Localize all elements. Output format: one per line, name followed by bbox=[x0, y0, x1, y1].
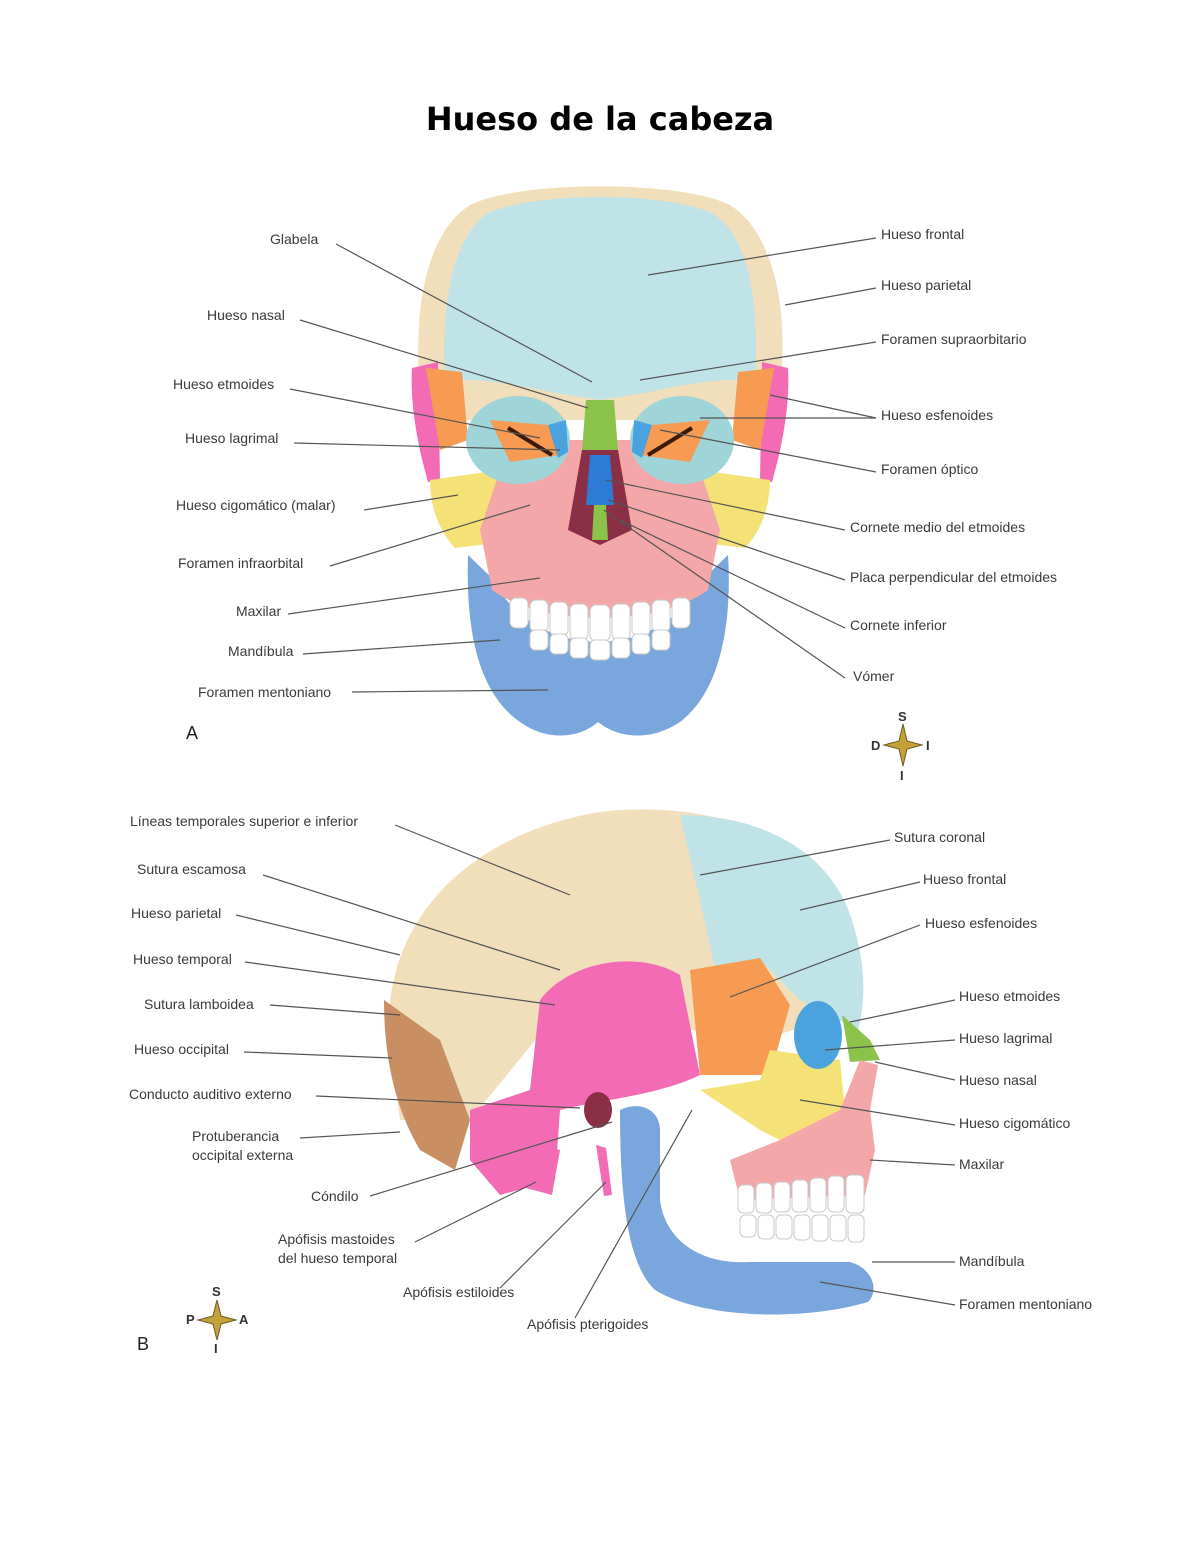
label-sutura-lamboidea: Sutura lamboidea bbox=[144, 996, 254, 1012]
sphenoid-left-shape bbox=[426, 368, 468, 450]
label-protuberancia-line1: Protuberancia bbox=[192, 1128, 279, 1144]
mandible-shape-b bbox=[620, 1106, 874, 1315]
panel-letter-a: A bbox=[186, 723, 198, 743]
label-hueso-lagrimal: Hueso lagrimal bbox=[185, 430, 278, 446]
zygomatic-shape-b bbox=[700, 1050, 845, 1150]
compass-b-top: S bbox=[212, 1284, 221, 1299]
label-hueso-frontal-b: Hueso frontal bbox=[923, 871, 1006, 887]
compass-a-right: I bbox=[926, 738, 930, 753]
lacrimal-left bbox=[548, 420, 568, 458]
label-maxilar-b: Maxilar bbox=[959, 1156, 1004, 1172]
label-hueso-occipital-b: Hueso occipital bbox=[134, 1041, 229, 1057]
compass-b-left: P bbox=[186, 1312, 195, 1327]
label-hueso-etmoides: Hueso etmoides bbox=[173, 376, 274, 392]
label-lineas-temporales: Líneas temporales superior e inferior bbox=[130, 813, 358, 829]
label-apofisis-pterigoides: Apófisis pterigoides bbox=[527, 1316, 648, 1332]
lacrimal-right bbox=[632, 420, 652, 458]
styloid-shape-b bbox=[596, 1145, 612, 1196]
compass-star-b bbox=[196, 1299, 238, 1341]
frontal-shape-b bbox=[680, 815, 864, 1030]
teeth-b bbox=[737, 1174, 865, 1243]
page-title: Hueso de la cabeza bbox=[425, 100, 775, 138]
mastoid-shape-b bbox=[515, 1140, 560, 1195]
skull-lateral-illustration bbox=[384, 809, 880, 1315]
lower-teeth bbox=[529, 629, 671, 661]
label-cornete-medio: Cornete medio del etmoides bbox=[850, 519, 1025, 535]
compass-star-a bbox=[882, 723, 924, 767]
nasal-bone-shape bbox=[582, 400, 618, 450]
label-hueso-nasal-b: Hueso nasal bbox=[959, 1072, 1037, 1088]
label-mandibula-b: Mandíbula bbox=[959, 1253, 1025, 1269]
labels-left-a: Glabela Hueso nasal Hueso etmoides Hueso… bbox=[173, 231, 336, 700]
occipital-shape-b bbox=[384, 1000, 470, 1170]
sphenoid-right-shape bbox=[732, 368, 774, 450]
label-hueso-frontal: Hueso frontal bbox=[881, 226, 964, 242]
temporal-shape-b bbox=[470, 961, 700, 1195]
label-hueso-cigomatico-b: Hueso cigomático bbox=[959, 1115, 1070, 1131]
ethmoid-shape-b bbox=[842, 1015, 880, 1062]
orbit-shape-b bbox=[794, 1001, 842, 1069]
leader-lines-a bbox=[287, 237, 877, 693]
label-foramen-optico: Foramen óptico bbox=[881, 461, 978, 477]
skull-front-illustration bbox=[411, 186, 789, 736]
maxilla-shape-b bbox=[730, 1060, 878, 1200]
skull-lateral-figure: Líneas temporales superior e inferior Su… bbox=[129, 809, 1092, 1356]
label-glabela: Glabela bbox=[270, 231, 318, 247]
labels-right-a: Hueso frontal Hueso parietal Foramen sup… bbox=[850, 226, 1057, 684]
label-sutura-escamosa: Sutura escamosa bbox=[137, 861, 246, 877]
labels-right-b: Sutura coronal Hueso frontal Hueso esfen… bbox=[894, 829, 1092, 1312]
label-conducto-auditivo: Conducto auditivo externo bbox=[129, 1086, 292, 1102]
upper-teeth bbox=[509, 597, 691, 642]
label-hueso-esfenoides-b: Hueso esfenoides bbox=[925, 915, 1037, 931]
compass-rose-a: S D I I bbox=[871, 709, 930, 783]
label-foramen-infraorbital: Foramen infraorbital bbox=[178, 555, 303, 571]
compass-a-bottom: I bbox=[900, 768, 904, 783]
labels-left-b: Líneas temporales superior e inferior Su… bbox=[129, 813, 648, 1332]
label-hueso-nasal: Hueso nasal bbox=[207, 307, 285, 323]
label-hueso-lagrimal-b: Hueso lagrimal bbox=[959, 1030, 1052, 1046]
orbit-left-fissure bbox=[506, 426, 554, 457]
label-vomer: Vómer bbox=[853, 668, 895, 684]
ear-canal-b bbox=[584, 1092, 612, 1128]
label-hueso-cigomatico-malar: Hueso cigomático (malar) bbox=[176, 497, 336, 513]
label-apofisis-mastoides-line1: Apófisis mastoides bbox=[278, 1231, 395, 1247]
label-hueso-esfenoides: Hueso esfenoides bbox=[881, 407, 993, 423]
compass-b-bottom: I bbox=[214, 1341, 218, 1356]
label-cornete-inferior: Cornete inferior bbox=[850, 617, 947, 633]
label-apofisis-mastoides-line2: del hueso temporal bbox=[278, 1250, 397, 1266]
label-foramen-mentoniano-b: Foramen mentoniano bbox=[959, 1296, 1092, 1312]
frontal-shape bbox=[444, 197, 757, 400]
label-hueso-parietal: Hueso parietal bbox=[881, 277, 971, 293]
leader-lines-b bbox=[235, 824, 956, 1319]
label-hueso-temporal-b: Hueso temporal bbox=[133, 951, 232, 967]
label-hueso-etmoides-b: Hueso etmoides bbox=[959, 988, 1060, 1004]
label-protuberancia-line2: occipital externa bbox=[192, 1147, 293, 1163]
label-foramen-mentoniano: Foramen mentoniano bbox=[198, 684, 331, 700]
label-foramen-supraorbitario: Foramen supraorbitario bbox=[881, 331, 1027, 347]
vomer-shape bbox=[586, 455, 614, 505]
label-condilo: Cóndilo bbox=[311, 1188, 359, 1204]
orbit-right-fissure bbox=[646, 426, 694, 457]
sphenoid-shape-b bbox=[690, 958, 790, 1075]
compass-a-top: S bbox=[898, 709, 907, 724]
label-mandibula: Mandíbula bbox=[228, 643, 294, 659]
label-hueso-parietal-b: Hueso parietal bbox=[131, 905, 221, 921]
ethmoid-plate-shape bbox=[592, 505, 608, 540]
compass-b-right: A bbox=[239, 1312, 249, 1327]
compass-a-left: D bbox=[871, 738, 880, 753]
panel-letter-b: B bbox=[137, 1334, 149, 1354]
label-maxilar: Maxilar bbox=[236, 603, 281, 619]
label-placa-perpendicular: Placa perpendicular del etmoides bbox=[850, 569, 1057, 585]
label-apofisis-estiloides: Apófisis estiloides bbox=[403, 1284, 514, 1300]
compass-rose-b: S P A I bbox=[186, 1284, 249, 1356]
label-sutura-coronal: Sutura coronal bbox=[894, 829, 985, 845]
skull-front-figure: Glabela Hueso nasal Hueso etmoides Hueso… bbox=[173, 186, 1057, 783]
